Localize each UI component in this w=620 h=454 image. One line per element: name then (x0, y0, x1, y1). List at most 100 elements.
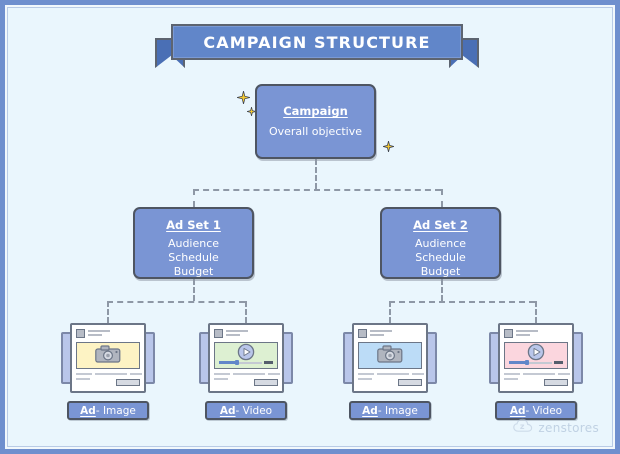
sparkle-icon (383, 141, 394, 152)
avatar-icon (358, 329, 367, 338)
placeholder-line (226, 330, 248, 332)
brand-logo: z zenstores (513, 418, 599, 437)
connector-adset1-stem (193, 279, 195, 301)
ad-set-1-line-audience: Audience (167, 237, 220, 250)
ad-card-4-label-suffix: - Video (525, 404, 563, 417)
ad-card-3-label-suffix: - Image (377, 404, 418, 417)
placeholder-line (516, 334, 530, 336)
poster-inner-frame: CAMPAIGN STRUCTURE Campaign Overall obje… (5, 5, 615, 449)
connector-ad2-down (245, 301, 247, 323)
placeholder-line (358, 378, 372, 380)
ad-card-4-label-prefix: Ad (509, 404, 526, 417)
placeholder-line (370, 334, 384, 336)
placeholder-line (95, 373, 127, 375)
placeholder-line (358, 373, 374, 375)
avatar-icon (76, 329, 85, 338)
placeholder-line (214, 378, 228, 380)
ad-card-1-cta-button[interactable] (116, 379, 140, 386)
connector-campaign-horizontal (193, 189, 441, 191)
ad-card-4-media (504, 342, 568, 369)
ad-card-1[interactable]: Ad - Image (61, 323, 155, 420)
avatar-icon (504, 329, 513, 338)
ad-card-3-header (358, 329, 422, 339)
placeholder-line (88, 330, 110, 332)
connector-ad4-down (535, 301, 537, 323)
ad-set-1-line-budget: Budget (173, 265, 214, 278)
progress-knob[interactable] (525, 360, 530, 365)
ad-card-2-label[interactable]: Ad - Video (205, 401, 287, 420)
ad-card-2-cta-button[interactable] (254, 379, 278, 386)
ad-card-4-label[interactable]: Ad - Video (495, 401, 577, 420)
ad-card-2-video-progress[interactable] (219, 360, 273, 365)
connector-ad3-down (389, 301, 391, 323)
ad-card-2-header (214, 329, 278, 339)
progress-track (219, 362, 262, 364)
ad-card-4-browser (498, 323, 574, 393)
ad-card-2-browser (208, 323, 284, 393)
ad-card-1-media (76, 342, 140, 369)
play-icon[interactable] (237, 343, 255, 365)
ad-card-3-cta-button[interactable] (398, 379, 422, 386)
placeholder-line (370, 330, 392, 332)
ad-card-2-media (214, 342, 278, 369)
cloud-z-icon: z (513, 418, 533, 437)
ad-card-1-label-prefix: Ad (80, 404, 96, 417)
campaign-node-line: Overall objective (268, 125, 363, 138)
svg-text:z: z (520, 422, 525, 431)
connector-adset2-stem (441, 279, 443, 301)
ribbon-body: CAMPAIGN STRUCTURE (171, 24, 463, 60)
ad-card-3-media (358, 342, 422, 369)
title-ribbon: CAMPAIGN STRUCTURE (155, 24, 479, 68)
ad-set-1-title: Ad Set 1 (166, 218, 221, 232)
connector-adset2-horizontal (389, 301, 535, 303)
placeholder-line (214, 373, 230, 375)
placeholder-line (412, 373, 424, 375)
ad-set-2-line-budget: Budget (420, 265, 461, 278)
placeholder-line (377, 373, 409, 375)
ad-set-2-node[interactable]: Ad Set 2 Audience Schedule Budget (380, 207, 501, 279)
ad-set-2-line-audience: Audience (414, 237, 467, 250)
placeholder-line (76, 373, 92, 375)
connector-adset1-horizontal (107, 301, 245, 303)
placeholder-line (268, 373, 280, 375)
campaign-node[interactable]: Campaign Overall objective (255, 84, 376, 159)
ad-card-2-label-prefix: Ad (219, 404, 236, 417)
campaign-node-title: Campaign (283, 104, 348, 118)
ad-set-2-line-schedule: Schedule (415, 251, 466, 264)
ad-set-1-node[interactable]: Ad Set 1 Audience Schedule Budget (133, 207, 254, 279)
placeholder-line (504, 378, 518, 380)
ad-set-1-line-schedule: Schedule (168, 251, 219, 264)
sparkle-icon (237, 91, 250, 104)
ad-card-3[interactable]: Ad - Image (343, 323, 437, 420)
ad-card-4[interactable]: Ad - Video (489, 323, 583, 420)
page-title: CAMPAIGN STRUCTURE (203, 32, 431, 52)
ad-card-1-header (76, 329, 140, 339)
progress-fill (219, 361, 237, 364)
video-controls-icon[interactable] (554, 361, 563, 364)
ad-card-1-browser (70, 323, 146, 393)
ad-card-2[interactable]: Ad - Video (199, 323, 293, 420)
ad-card-1-label-suffix: - Image (95, 404, 136, 417)
placeholder-line (523, 373, 555, 375)
ad-card-1-label[interactable]: Ad - Image (67, 401, 149, 420)
camera-icon (95, 344, 121, 367)
video-controls-icon[interactable] (264, 361, 273, 364)
connector-campaign-down (315, 159, 317, 189)
placeholder-line (516, 330, 538, 332)
camera-icon (377, 344, 403, 367)
ad-set-2-title: Ad Set 2 (413, 218, 468, 232)
ad-card-4-cta-button[interactable] (544, 379, 568, 386)
placeholder-line (76, 378, 90, 380)
placeholder-line (226, 334, 240, 336)
ad-card-3-browser (352, 323, 428, 393)
placeholder-line (504, 373, 520, 375)
placeholder-line (558, 373, 570, 375)
ad-card-3-label-prefix: Ad (362, 404, 378, 417)
ad-card-3-label[interactable]: Ad - Image (349, 401, 431, 420)
placeholder-line (130, 373, 142, 375)
play-icon[interactable] (527, 343, 545, 365)
connector-adset2-down (441, 189, 443, 207)
progress-knob[interactable] (235, 360, 240, 365)
ad-card-4-video-progress[interactable] (509, 360, 563, 365)
